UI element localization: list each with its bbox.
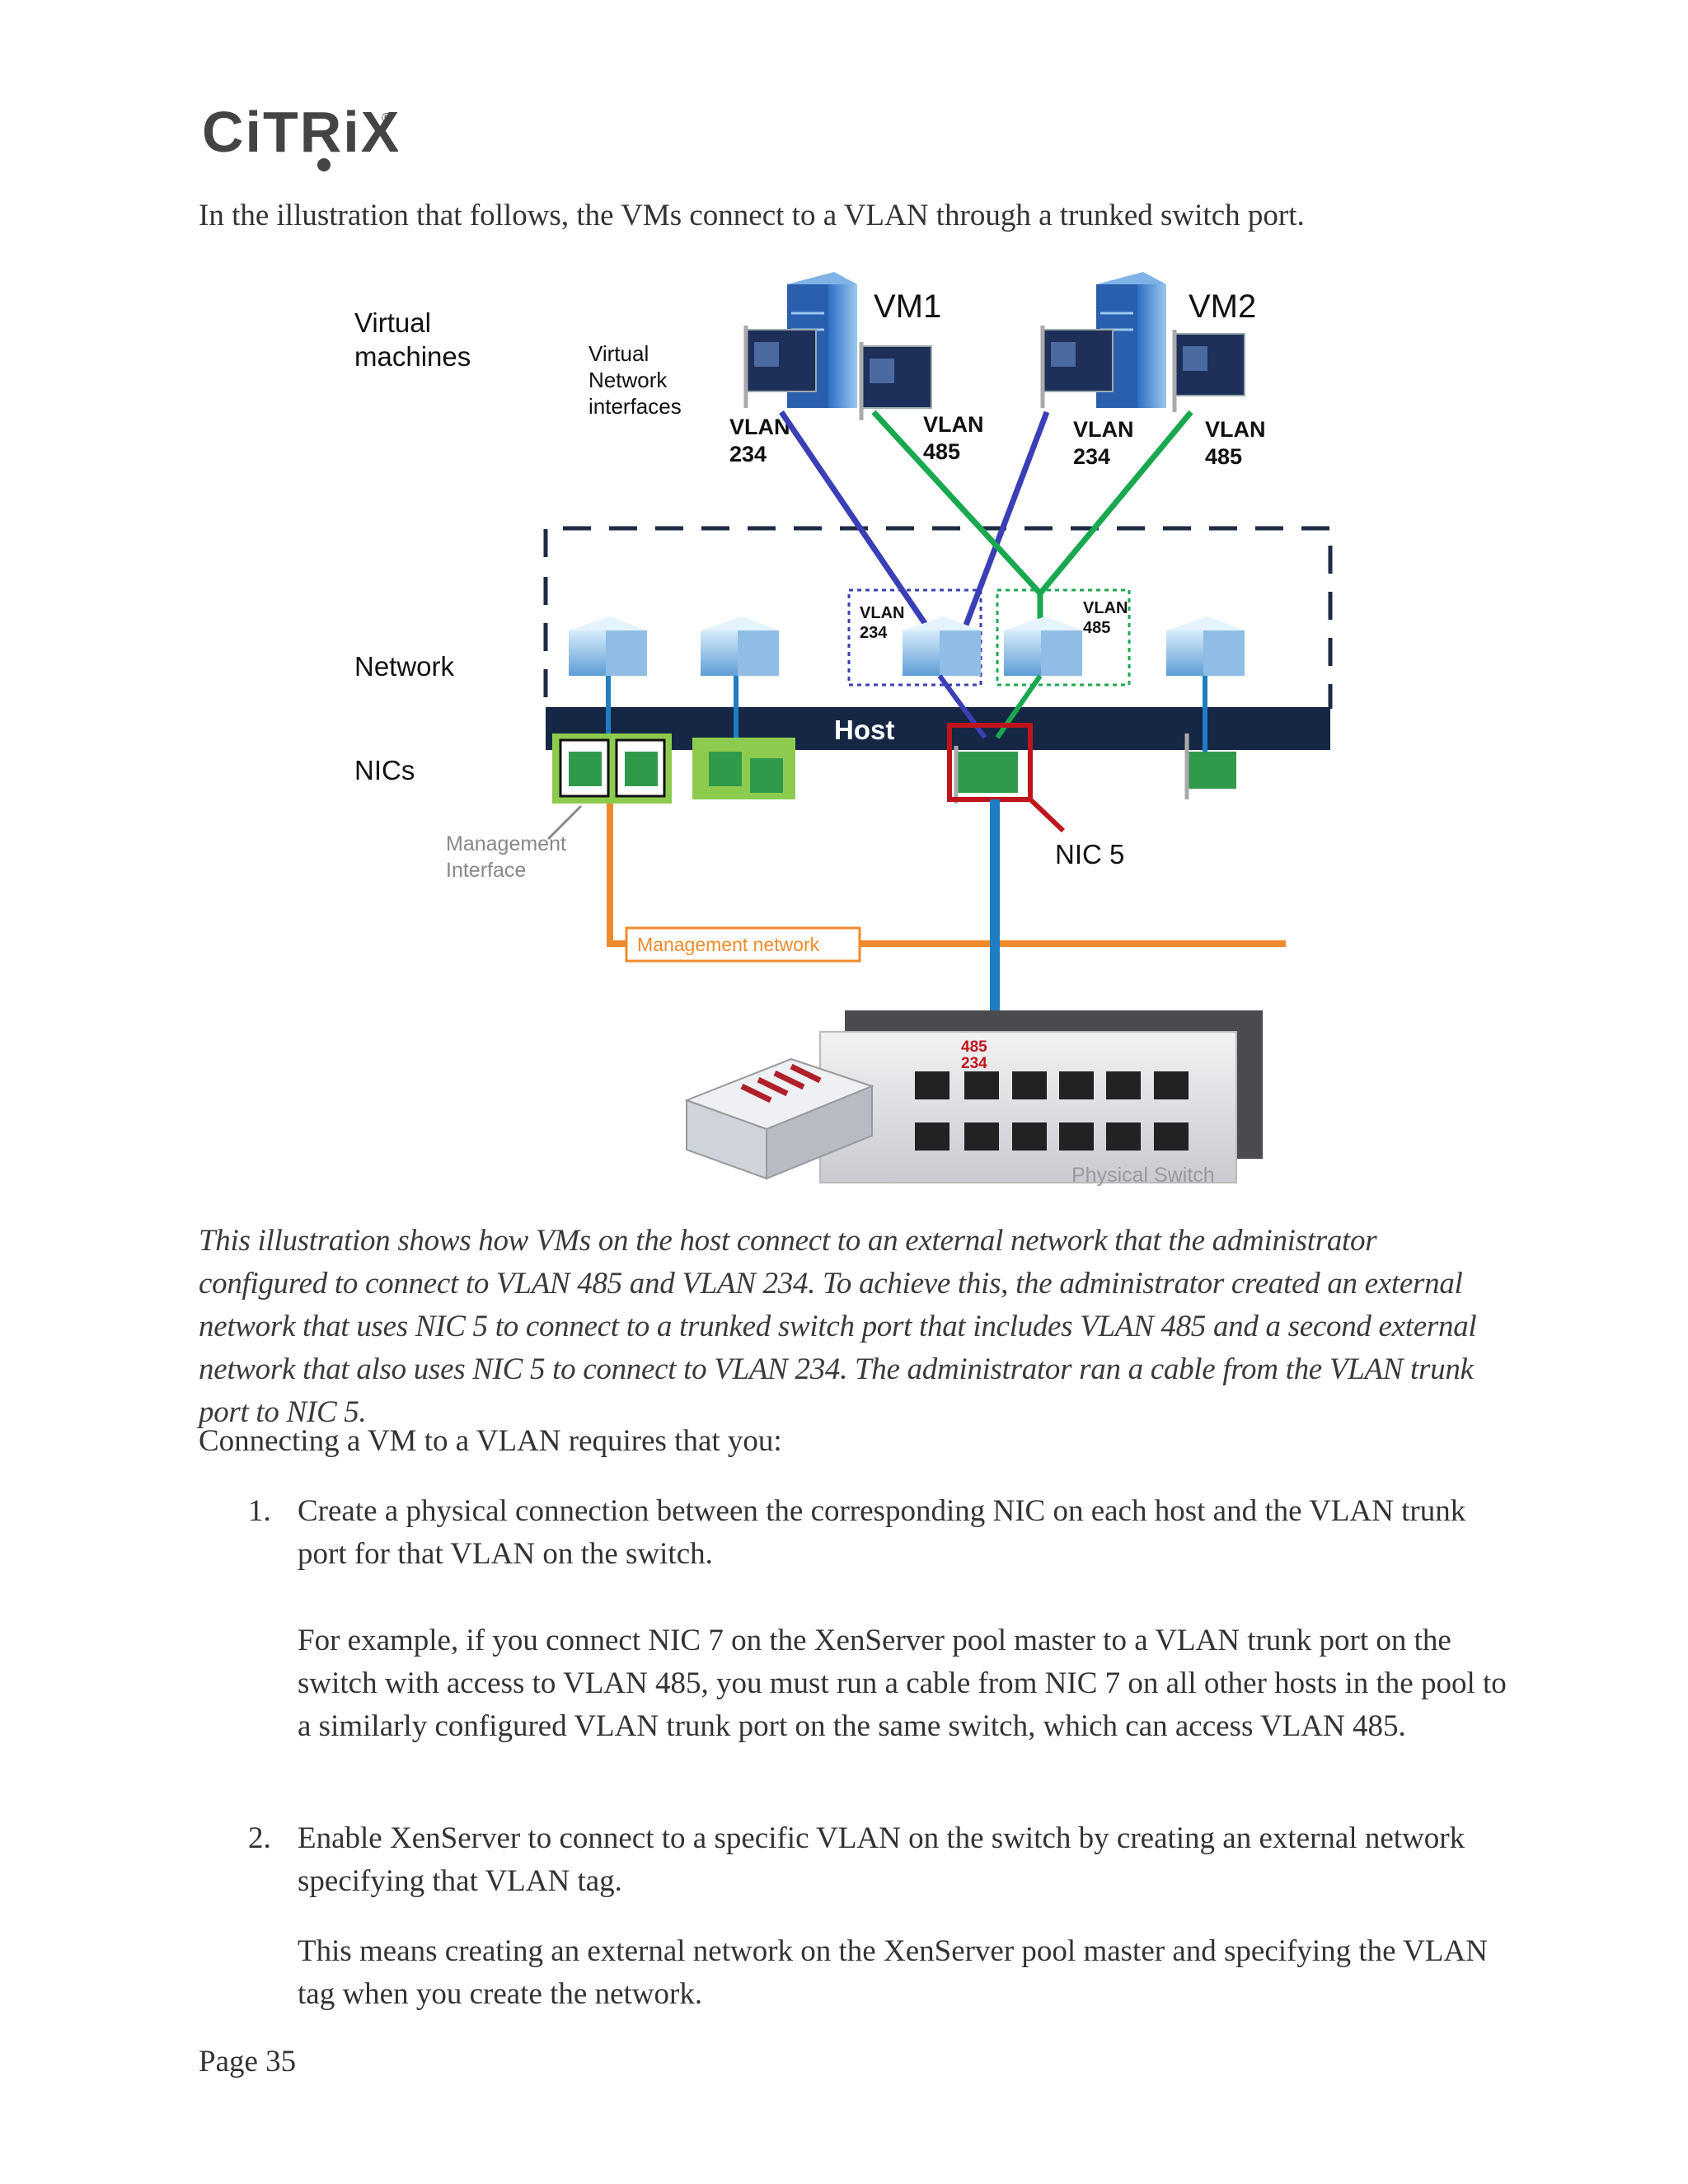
vlan234-link xyxy=(779,410,946,653)
list-detail-text: For example, if you connect NIC 7 on the… xyxy=(298,1624,1507,1743)
network-bridge-icon xyxy=(569,616,647,676)
mgmt-interface-label: Interface xyxy=(446,859,526,882)
nic5-card-icon xyxy=(954,746,1018,804)
vlan485-link xyxy=(1038,410,1193,596)
vm1-label: VM1 xyxy=(874,288,941,325)
nic5-label: NIC 5 xyxy=(1055,839,1124,869)
vif-card-icon xyxy=(1172,330,1245,412)
vm2-server-icon xyxy=(1096,272,1166,408)
vlan485-box xyxy=(996,588,1131,687)
list-detail-text: This means creating an external network … xyxy=(298,1934,1488,2011)
nic-group xyxy=(692,738,795,799)
vlan-number: 485 xyxy=(1083,619,1110,637)
vlan-number: 485 xyxy=(1205,444,1242,469)
label-machines: machines xyxy=(354,341,471,372)
host-label: Host xyxy=(834,715,894,745)
network-bridge-icon xyxy=(701,616,779,676)
physical-switch-label: Physical Switch xyxy=(1071,1164,1215,1187)
management-nic-group xyxy=(552,733,672,804)
switch-backplate xyxy=(845,1010,1263,1159)
trunk-vlan-485: 485 xyxy=(961,1038,987,1056)
vlan-label: VLAN xyxy=(1083,599,1128,617)
vlan-label: VLAN xyxy=(729,415,790,439)
intro-paragraph: In the illustration that follows, the VM… xyxy=(199,199,1305,232)
vlan-label: VLAN xyxy=(923,412,984,437)
logo-registered-mark: ® xyxy=(382,111,392,125)
network-bridge-icon xyxy=(1004,616,1082,676)
page-number: Page 35 xyxy=(199,2045,297,2079)
mgmt-interface-label: Management xyxy=(446,832,566,855)
host-bar xyxy=(546,707,1330,750)
switch-icon xyxy=(684,1057,874,1180)
list-number: 2. xyxy=(248,1821,271,1855)
network-boundary xyxy=(543,526,1333,709)
label-virtual: Virtual xyxy=(354,307,431,338)
vif-card-icon xyxy=(743,326,817,408)
vlan-label: VLAN xyxy=(1205,417,1266,442)
label-nics: NICs xyxy=(354,755,415,785)
label-vni-1: Virtual xyxy=(588,341,649,366)
physical-switch xyxy=(819,1031,1237,1183)
label-vni-2: Network xyxy=(588,368,668,392)
network-bridge-icon xyxy=(903,616,981,676)
logo-wordmark: CiTRiX xyxy=(202,100,398,164)
vlan-number: 234 xyxy=(860,624,888,642)
management-network-line xyxy=(607,804,1286,947)
list-text: Enable XenServer to connect to a specifi… xyxy=(298,1821,1465,1898)
vlan-number: 234 xyxy=(1073,444,1110,469)
vlan-label: VLAN xyxy=(860,604,904,622)
lead-paragraph: Connecting a VM to a VLAN requires that … xyxy=(199,1424,782,1458)
label-vni-3: interfaces xyxy=(588,394,682,419)
vlan-label: VLAN xyxy=(1073,417,1134,442)
logo-dot-icon xyxy=(317,158,331,171)
list-number: 1. xyxy=(248,1494,271,1528)
list-text: Create a physical connection between the… xyxy=(298,1494,1466,1571)
switch-ports xyxy=(915,1071,1189,1151)
vlan234-box xyxy=(847,588,982,687)
label-network: Network xyxy=(354,651,455,682)
figure-caption: This illustration shows how VMs on the h… xyxy=(199,1224,1477,1429)
nic-card-icon xyxy=(1184,733,1236,799)
vif-card-icon xyxy=(859,342,932,420)
trunk-vlan-234: 234 xyxy=(961,1055,987,1072)
vm1-server-icon xyxy=(787,272,857,408)
network-bridge-icon xyxy=(1166,616,1245,676)
vlan234-link xyxy=(953,410,1050,653)
vlan-number: 234 xyxy=(729,442,767,466)
vm2-label: VM2 xyxy=(1189,288,1256,325)
citrix-logo: CiTRiX ® xyxy=(202,100,398,171)
vlan485-link xyxy=(871,410,1043,596)
nic5-highlight xyxy=(947,723,1033,802)
management-network-label: Management network xyxy=(637,934,820,955)
vlan-number: 485 xyxy=(923,439,960,464)
vif-card-icon xyxy=(1040,326,1114,408)
